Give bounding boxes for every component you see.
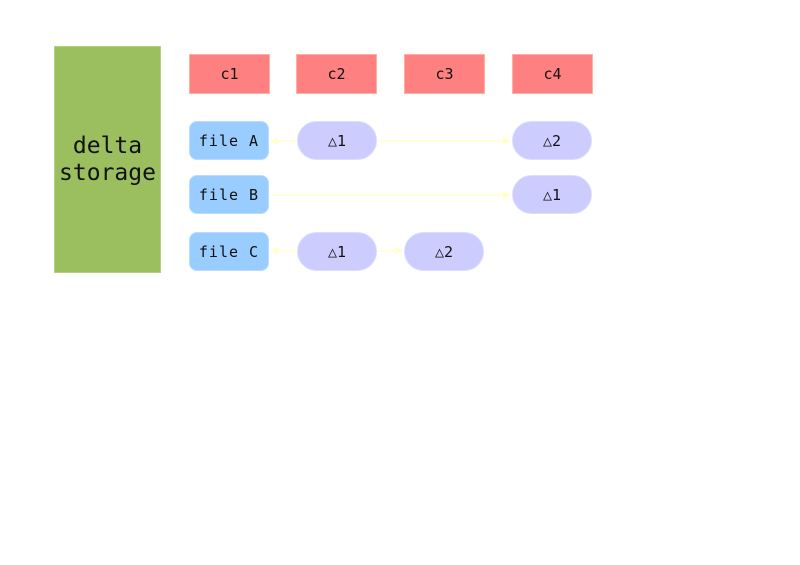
delta-file-a-c2: △1 bbox=[297, 121, 377, 160]
file-c: file C bbox=[189, 232, 269, 271]
delta-file-c-c3: △2 bbox=[404, 232, 484, 271]
delta-storage-label-line2: storage bbox=[59, 159, 156, 186]
delta-file-b-c4: △1 bbox=[512, 175, 592, 214]
commit-c1: c1 bbox=[189, 54, 270, 94]
file-a: file A bbox=[189, 121, 269, 160]
delta-storage-label-line1: delta bbox=[72, 132, 143, 159]
commit-c4: c4 bbox=[512, 54, 593, 94]
file-b: file B bbox=[189, 175, 269, 214]
delta-storage-label: delta storage bbox=[54, 46, 161, 273]
delta-file-a-c4: △2 bbox=[512, 121, 592, 160]
delta-file-c-c2: △1 bbox=[297, 232, 377, 271]
commit-c2: c2 bbox=[296, 54, 377, 94]
commit-c3: c3 bbox=[404, 54, 485, 94]
